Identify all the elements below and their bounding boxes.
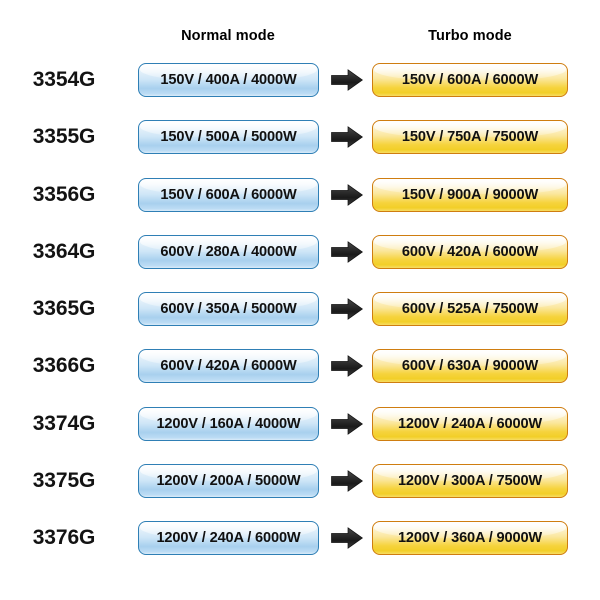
model-label: 3356G	[32, 182, 96, 206]
right-arrow-icon	[331, 470, 363, 492]
turbo-mode-spec-text: 1200V / 240A / 6000W	[397, 415, 543, 432]
turbo-mode-spec-pill: 600V / 420A / 6000W	[372, 234, 568, 269]
turbo-mode-spec-text: 600V / 525A / 7500W	[401, 301, 539, 318]
right-arrow-icon	[331, 183, 363, 206]
right-arrow-icon	[331, 412, 363, 435]
normal-mode-spec-text: 1200V / 200A / 5000W	[156, 473, 301, 490]
turbo-mode-spec-pill: 600V / 525A / 7500W	[372, 292, 568, 327]
normal-mode-spec-pill: 150V / 600A / 6000W	[138, 177, 319, 212]
model-label: 3375G	[32, 469, 96, 493]
normal-mode-spec-pill: 150V / 400A / 4000W	[138, 63, 319, 97]
normal-mode-spec-pill: 600V / 280A / 4000W	[138, 234, 319, 269]
normal-mode-spec-text: 600V / 350A / 5000W	[160, 301, 297, 318]
normal-mode-spec-pill: 1200V / 200A / 5000W	[138, 464, 319, 499]
normal-mode-spec-text: 600V / 420A / 6000W	[160, 358, 297, 375]
model-label: 3355G	[32, 125, 96, 149]
table-row-3355g: 3355G 150V / 500A / 5000W 150V / 750A / …	[0, 119, 600, 176]
turbo-mode-spec-text: 600V / 420A / 6000W	[401, 243, 539, 260]
normal-mode-spec-pill: 600V / 350A / 5000W	[138, 292, 319, 327]
table-row-3365g: 3365G 600V / 350A / 5000W 600V / 525A / …	[0, 291, 600, 348]
model-label: 3376G	[32, 526, 96, 550]
turbo-mode-spec-pill: 1200V / 300A / 7500W	[372, 464, 568, 499]
turbo-mode-spec-text: 150V / 900A / 9000W	[401, 186, 539, 203]
turbo-mode-spec-text: 1200V / 300A / 7500W	[397, 473, 543, 490]
normal-mode-spec-pill: 600V / 420A / 6000W	[138, 349, 319, 384]
table-row-3366g: 3366G 600V / 420A / 6000W 600V / 630A / …	[0, 348, 600, 405]
table-row-3375g: 3375G 1200V / 200A / 5000W 1200V / 300A …	[0, 463, 600, 520]
right-arrow-icon	[331, 241, 363, 263]
column-header-normal-mode: Normal mode	[181, 28, 275, 44]
table-row-3364g: 3364G 600V / 280A / 4000W 600V / 420A / …	[0, 234, 600, 291]
turbo-mode-spec-text: 150V / 600A / 6000W	[401, 72, 539, 88]
right-arrow-icon	[331, 298, 363, 321]
right-arrow-icon	[331, 355, 363, 378]
turbo-mode-spec-pill: 150V / 750A / 7500W	[372, 120, 568, 155]
model-label: 3374G	[32, 411, 96, 435]
turbo-mode-spec-text: 600V / 630A / 9000W	[401, 358, 539, 375]
right-arrow-icon	[331, 126, 363, 149]
turbo-mode-spec-text: 1200V / 360A / 9000W	[397, 530, 543, 547]
spec-row-list: 3354G 150V / 400A / 4000W 150V / 600A / …	[0, 62, 600, 578]
normal-mode-spec-pill: 1200V / 160A / 4000W	[138, 406, 319, 441]
column-header-turbo-mode: Turbo mode	[428, 28, 512, 44]
table-row-3374g: 3374G 1200V / 160A / 4000W 1200V / 240A …	[0, 406, 600, 463]
table-row-3376g: 3376G 1200V / 240A / 6000W 1200V / 360A …	[0, 520, 600, 577]
normal-mode-spec-pill: 1200V / 240A / 6000W	[138, 521, 319, 556]
normal-mode-spec-text: 1200V / 240A / 6000W	[156, 530, 301, 547]
right-arrow-icon	[331, 527, 363, 550]
model-label: 3365G	[32, 297, 96, 321]
normal-mode-spec-pill: 150V / 500A / 5000W	[138, 120, 319, 155]
column-headers: Normal mode Turbo mode	[0, 28, 600, 52]
normal-mode-spec-text: 150V / 400A / 4000W	[160, 72, 297, 88]
turbo-mode-spec-pill: 1200V / 240A / 6000W	[372, 406, 568, 441]
normal-mode-spec-text: 1200V / 160A / 4000W	[156, 415, 301, 432]
table-row-3354g: 3354G 150V / 400A / 4000W 150V / 600A / …	[0, 62, 600, 119]
turbo-mode-spec-pill: 600V / 630A / 9000W	[372, 349, 568, 384]
model-label: 3354G	[32, 68, 96, 91]
normal-mode-spec-text: 150V / 500A / 5000W	[160, 129, 297, 146]
model-label: 3364G	[32, 239, 96, 263]
turbo-mode-spec-pill: 150V / 900A / 9000W	[372, 177, 568, 212]
normal-mode-spec-text: 150V / 600A / 6000W	[160, 186, 297, 203]
turbo-mode-spec-pill: 150V / 600A / 6000W	[372, 63, 568, 97]
normal-mode-spec-text: 600V / 280A / 4000W	[160, 243, 297, 260]
table-row-3356g: 3356G 150V / 600A / 6000W 150V / 900A / …	[0, 177, 600, 234]
model-label: 3366G	[32, 354, 96, 378]
turbo-mode-spec-pill: 1200V / 360A / 9000W	[372, 521, 568, 556]
right-arrow-icon	[331, 69, 363, 91]
turbo-mode-spec-text: 150V / 750A / 7500W	[401, 129, 539, 146]
